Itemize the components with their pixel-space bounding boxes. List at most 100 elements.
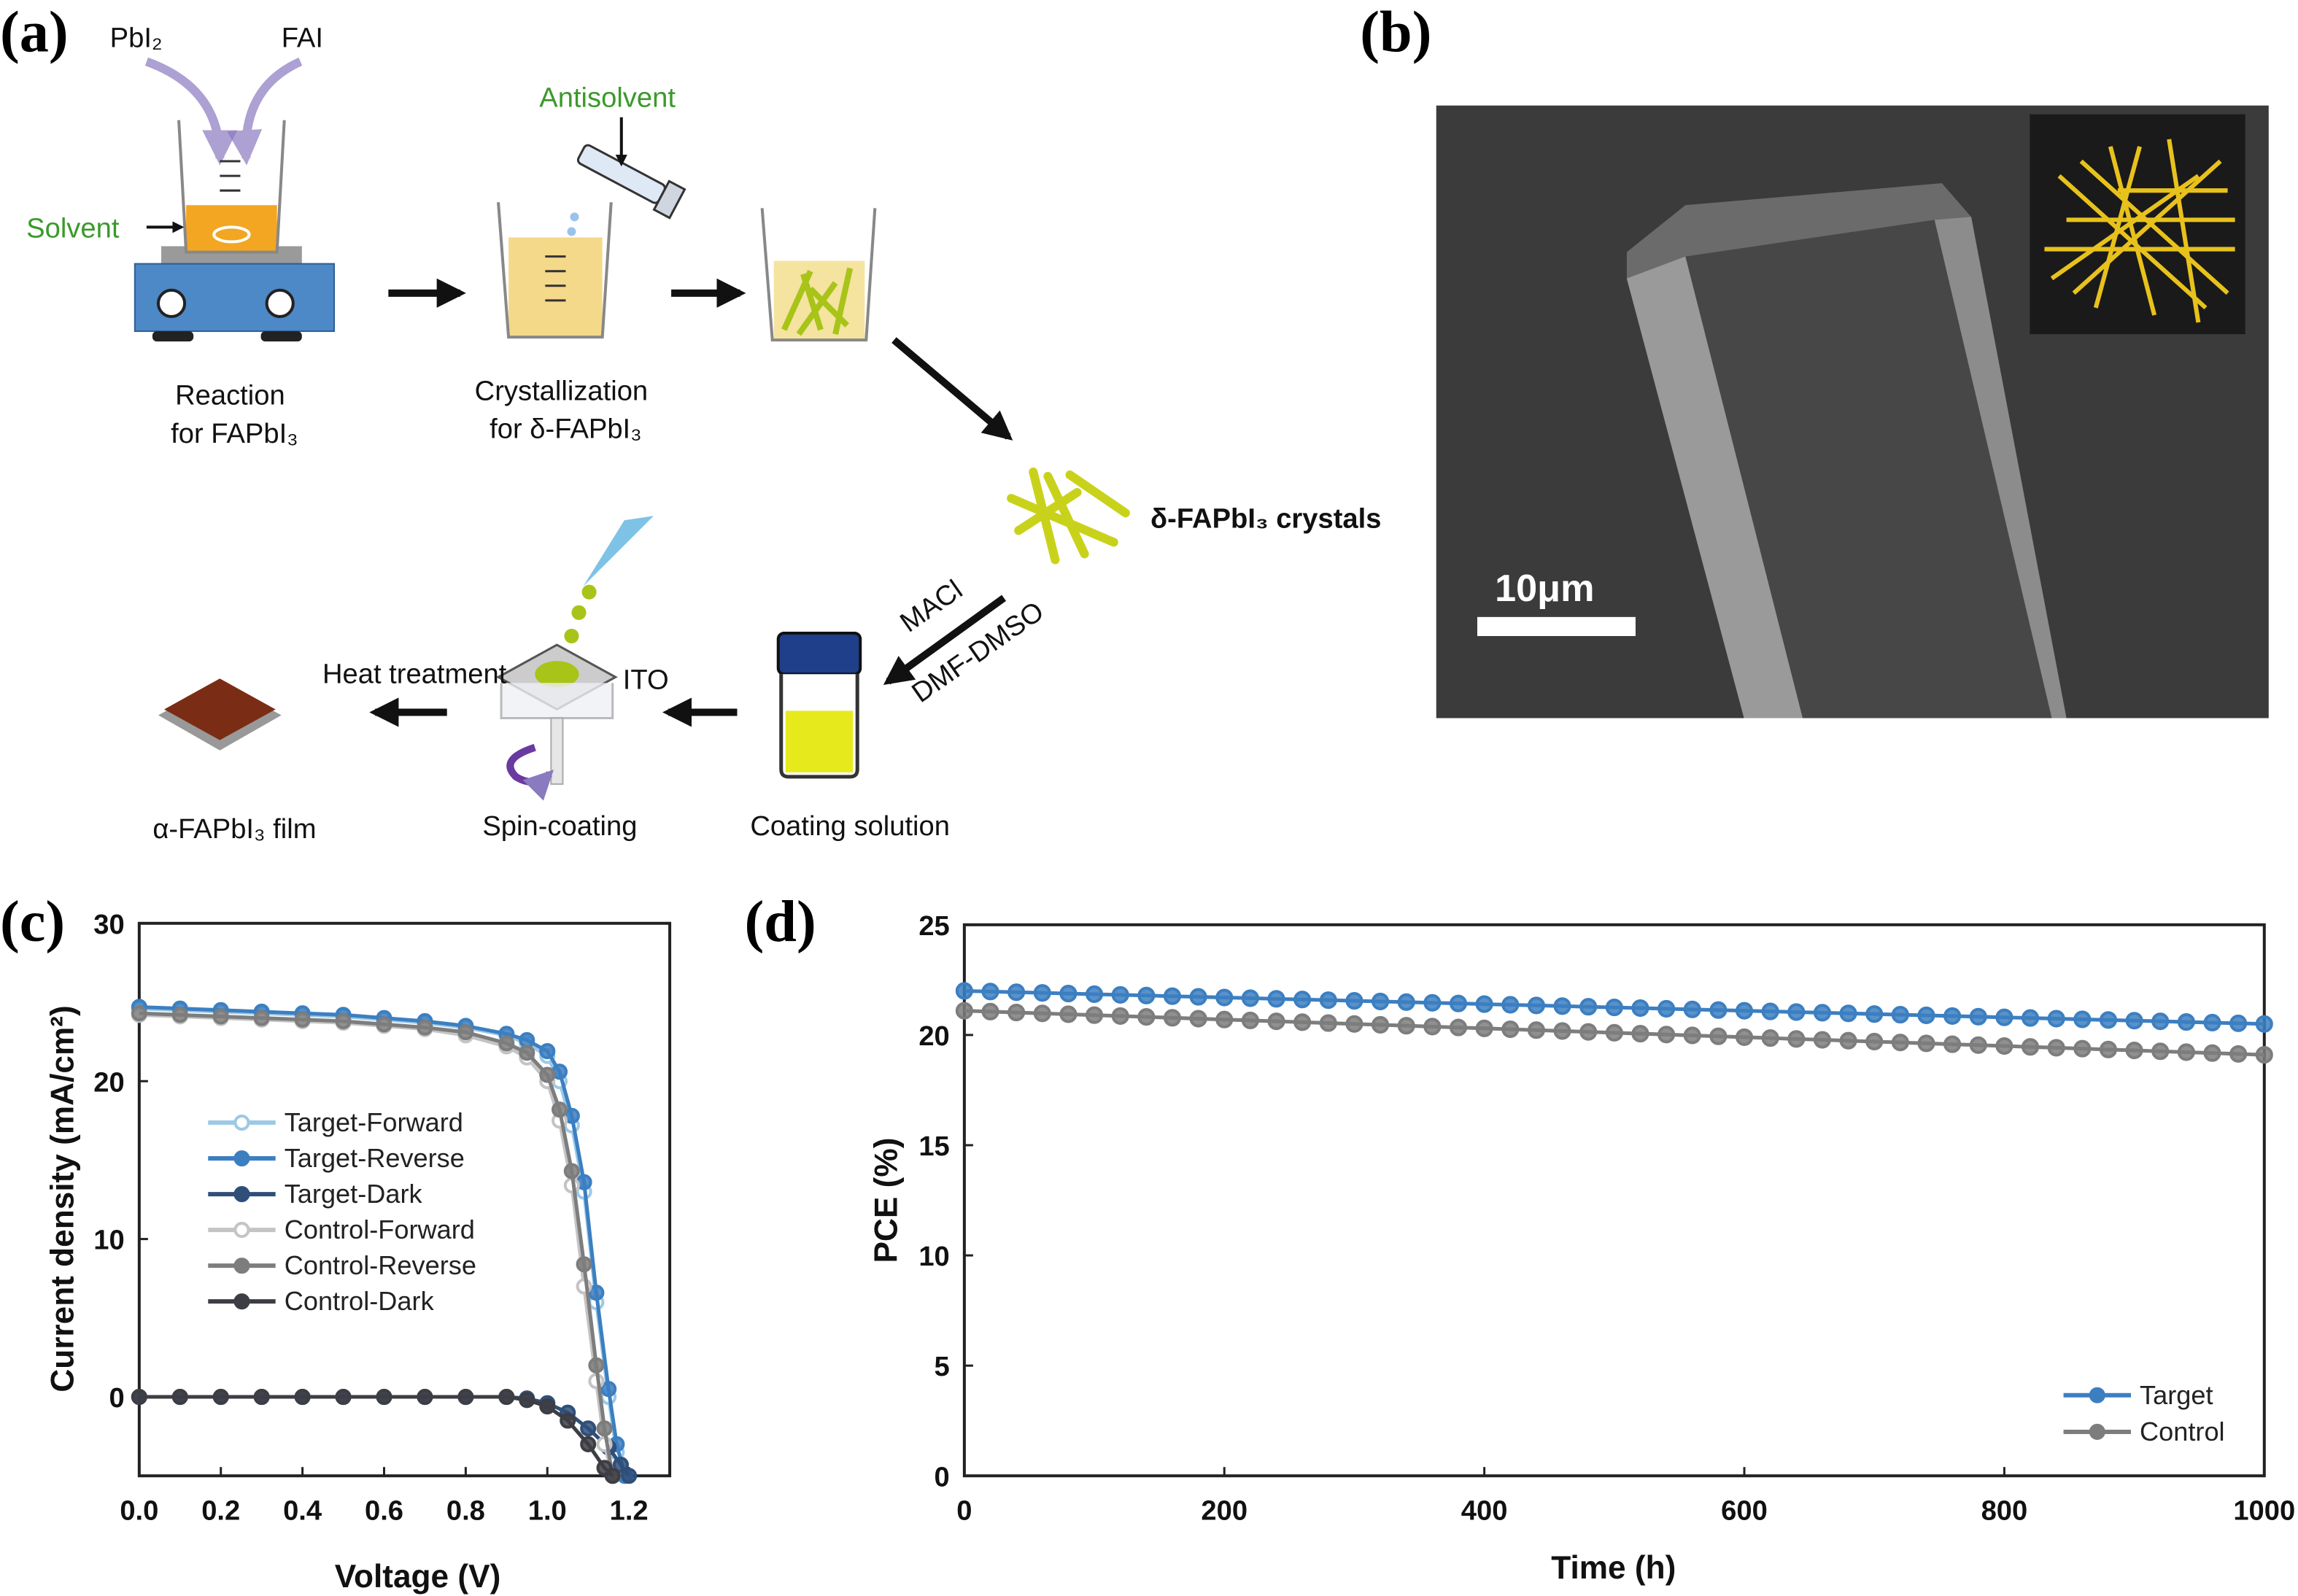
data-point [2177, 1013, 2195, 1031]
series-line-target-dark [139, 1395, 631, 1477]
data-point [2047, 1010, 2065, 1028]
data-point [1917, 1034, 1935, 1053]
sem-image: 10μm [1436, 105, 2269, 718]
legend-label: Control-Forward [285, 1215, 475, 1244]
data-point [981, 1002, 999, 1020]
precursor-arrow-icon [144, 57, 238, 166]
legend-marker [233, 1222, 250, 1239]
droplet-icon [567, 227, 576, 236]
data-point [1241, 1011, 1259, 1029]
data-point [519, 1045, 535, 1061]
data-point [417, 1388, 433, 1406]
data-point [1397, 1017, 1415, 1035]
x-tick-label: 0.6 [365, 1495, 403, 1527]
label-crystallization: Crystallization [475, 376, 648, 407]
data-point [457, 1388, 474, 1406]
data-point [1995, 1008, 2013, 1026]
crystal-photo-inset [2044, 139, 2235, 323]
data-point [1553, 997, 1571, 1015]
data-point [498, 1035, 515, 1052]
data-point [1423, 1018, 1442, 1036]
label-solvent: Solvent [26, 212, 120, 244]
y-tick-label: 0 [109, 1382, 125, 1414]
data-point [2021, 1009, 2040, 1027]
data-point [335, 1388, 352, 1406]
plot-frame [137, 921, 672, 1478]
data-point [1969, 1036, 1987, 1054]
y-tick-label: 20 [93, 1066, 124, 1098]
data-point [1372, 1015, 1390, 1034]
legend-label: Control-Dark [285, 1286, 435, 1316]
data-point [1943, 1007, 1962, 1025]
data-point [588, 1285, 605, 1301]
data-point [2151, 1012, 2170, 1031]
y-axis-label: Current density (mA/cm²) [45, 1005, 80, 1392]
x-tick-label: 1.2 [610, 1495, 649, 1527]
label-ito: ITO [623, 664, 669, 695]
x-axis-label: Time (h) [1551, 1550, 1676, 1586]
data-point [376, 1388, 392, 1406]
data-point [1813, 1031, 1831, 1049]
data-point [1137, 1008, 1156, 1026]
data-point [604, 1468, 621, 1484]
x-tick-label: 800 [1981, 1495, 2028, 1527]
data-point [2255, 1015, 2273, 1033]
x-tick-label: 600 [1721, 1495, 1768, 1527]
data-point [1475, 995, 1493, 1013]
data-point [1579, 998, 1598, 1016]
data-point [1501, 1020, 1520, 1039]
data-point [131, 1005, 147, 1022]
label-pbi2: PbI₂ [110, 22, 163, 53]
y-tick-label: 0 [935, 1461, 950, 1492]
data-point [1033, 1004, 1051, 1023]
data-point [1241, 989, 1259, 1007]
label-film: α-FAPbI₃ film [152, 813, 316, 845]
data-point [498, 1388, 515, 1406]
y-tick-label: 15 [918, 1131, 949, 1162]
data-point [1839, 1031, 1857, 1050]
data-point [1631, 999, 1649, 1018]
data-point [212, 1388, 229, 1406]
data-point [1943, 1035, 1962, 1053]
data-point [1969, 1007, 1987, 1026]
data-point [1865, 1005, 1884, 1023]
data-point [519, 1392, 535, 1409]
hotplate-icon [134, 246, 336, 342]
data-point [981, 983, 999, 1001]
beaker-reaction-icon [177, 120, 286, 254]
data-point [1345, 1015, 1363, 1033]
data-point [2229, 1014, 2248, 1032]
y-tick-label: 20 [918, 1020, 949, 1052]
data-point [1683, 1000, 1701, 1018]
data-point [1657, 1026, 1676, 1044]
data-point [1475, 1019, 1493, 1037]
step-arrow-icon [891, 337, 1013, 441]
data-point [1683, 1026, 1701, 1045]
legend-marker [2089, 1423, 2105, 1441]
legend-marker [233, 1258, 250, 1274]
data-point [2099, 1011, 2118, 1029]
data-point [1813, 1004, 1831, 1022]
legend-label: Target-Forward [285, 1107, 463, 1137]
plot-frame [962, 923, 2266, 1478]
data-point [621, 1468, 638, 1484]
data-point [253, 1010, 270, 1026]
data-point [1086, 1006, 1104, 1024]
data-point [576, 1256, 592, 1273]
data-point [1111, 985, 1129, 1004]
legend-label: Control-Reverse [285, 1250, 476, 1280]
y-tick-label: 5 [935, 1351, 950, 1382]
legend-marker [233, 1293, 250, 1310]
data-point [1163, 987, 1182, 1005]
x-tick-label: 400 [1461, 1495, 1508, 1527]
data-point [1059, 985, 1078, 1003]
x-axis-label: Voltage (V) [335, 1559, 500, 1595]
data-point [131, 1388, 147, 1406]
data-point [1709, 1027, 1728, 1045]
label-spin-coating: Spin-coating [482, 810, 637, 842]
data-point [1007, 983, 1026, 1002]
data-point [1215, 1010, 1234, 1029]
data-point [1501, 996, 1520, 1014]
